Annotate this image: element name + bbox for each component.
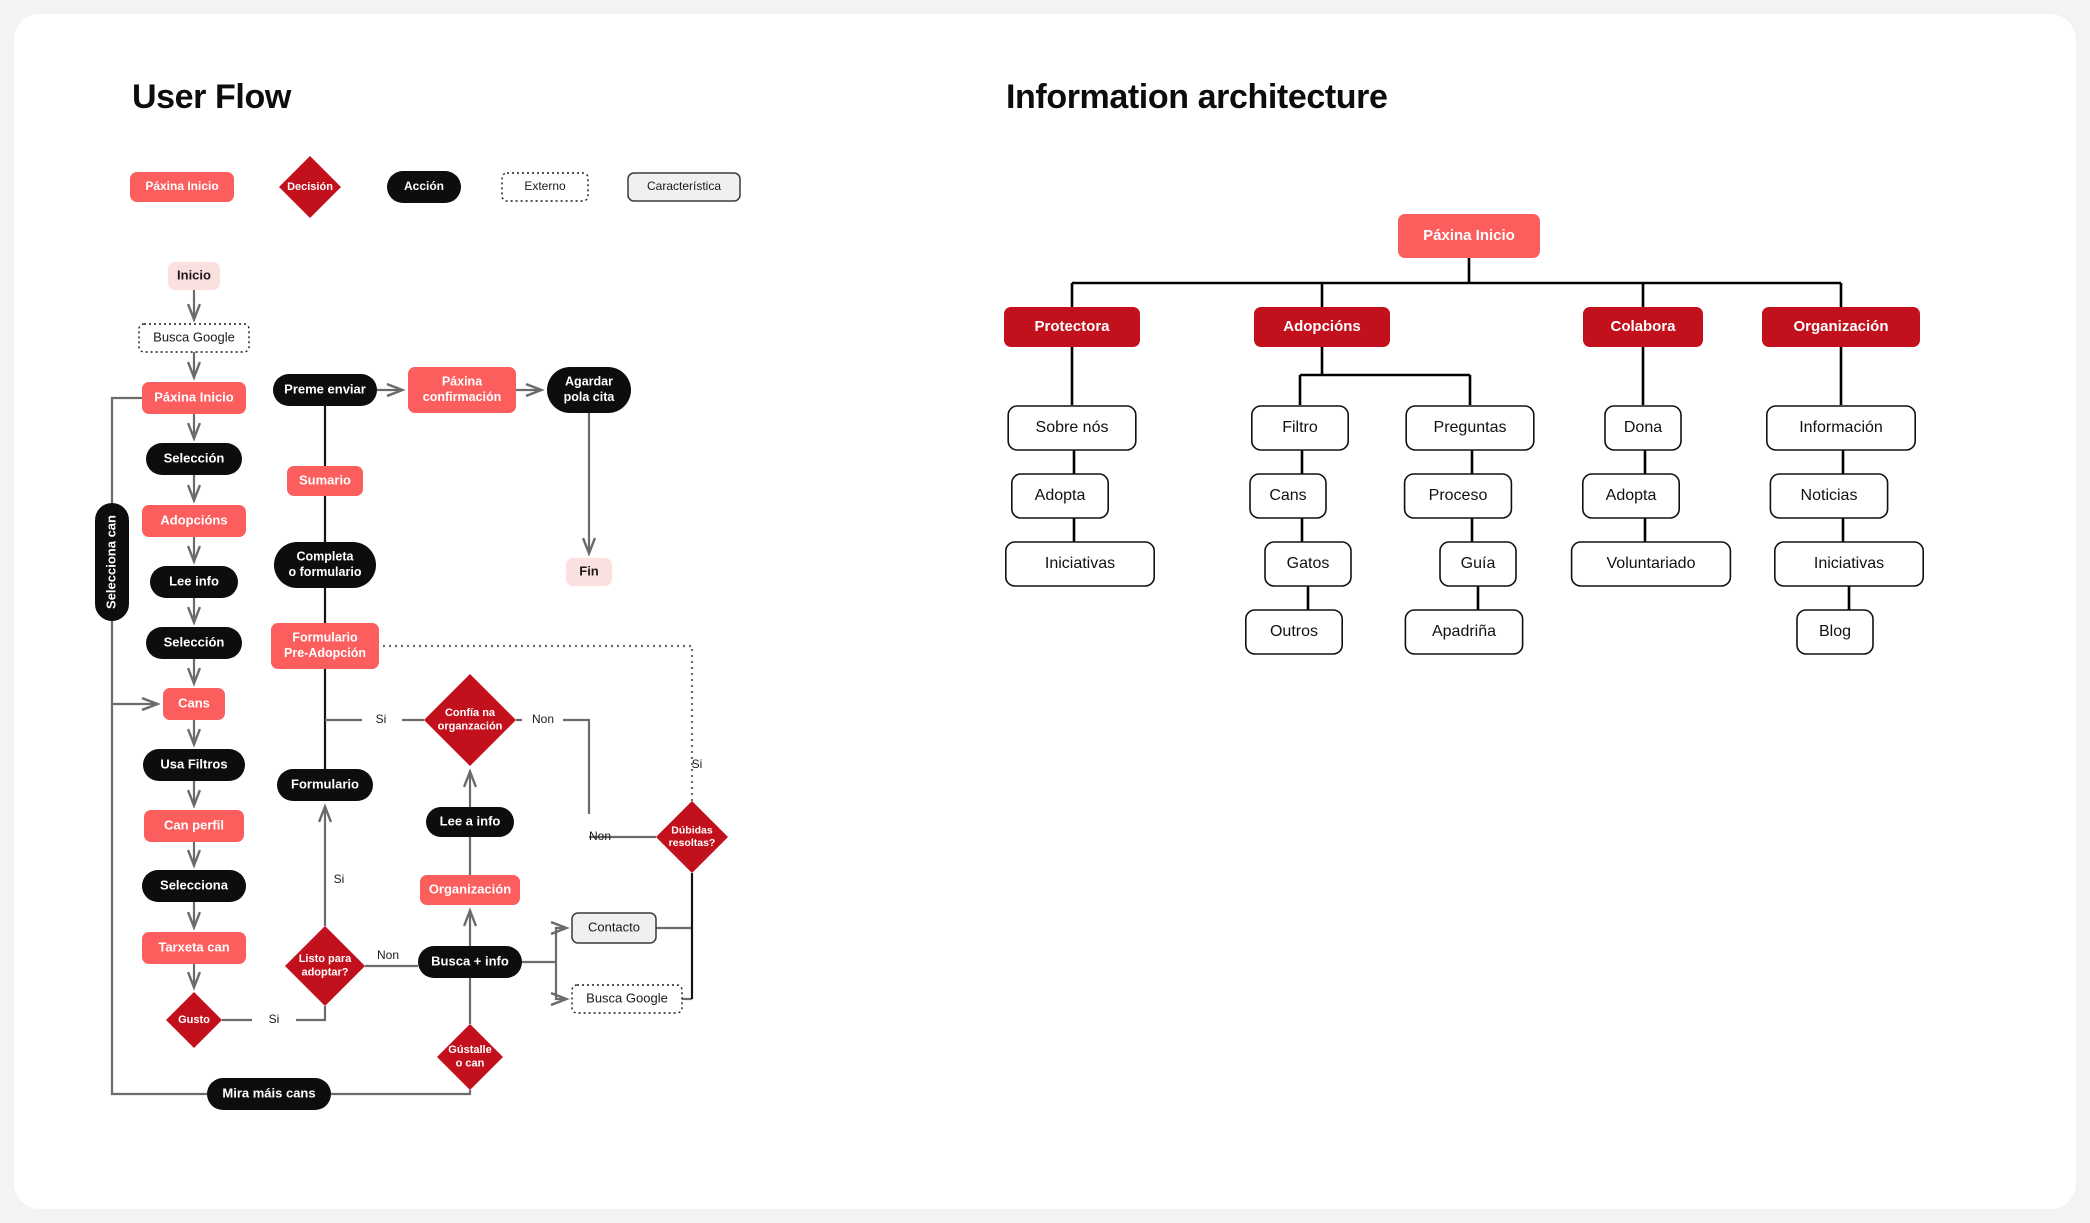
ia-branch-2[interactable] [1583, 307, 1703, 347]
legend-item-0[interactable] [130, 172, 234, 202]
edge-label: Non [532, 712, 554, 726]
flow-node-tarxeta-can[interactable] [142, 932, 246, 964]
legend-item-4[interactable] [627, 172, 741, 202]
flow-node-selecciona-can[interactable] [95, 503, 129, 621]
user-flow-title: User Flow [132, 78, 291, 116]
flow-node-cans[interactable] [163, 688, 225, 720]
flow-node-busca-google-1[interactable] [138, 323, 250, 353]
ia-leaf-3-0-1[interactable] [1769, 473, 1889, 519]
flow-node-paxina-inicio[interactable] [142, 382, 246, 414]
flow-node-fin[interactable] [566, 558, 612, 586]
legend-item-3[interactable] [501, 172, 589, 202]
ia-leaf-3-0-2[interactable] [1774, 541, 1925, 587]
flow-node-busca-google-2[interactable] [571, 984, 683, 1014]
flow-node-usa-filtros[interactable] [143, 749, 245, 781]
ia-leaf-1-0-2[interactable] [1264, 541, 1352, 587]
flow-connector [296, 1006, 327, 1022]
flow-node-agardar-pola-cita[interactable] [547, 367, 631, 413]
flow-node-completa-formulario[interactable] [274, 542, 376, 588]
ia-leaf-0-0-1[interactable] [1010, 473, 1109, 519]
edge-label: Non [377, 948, 399, 962]
edge-label: Si [692, 757, 703, 771]
ia-leaf-1-0-1[interactable] [1249, 473, 1327, 519]
ia-leaf-3-0-0[interactable] [1766, 405, 1917, 451]
flow-node-listo-para-adoptar[interactable] [285, 926, 365, 1006]
edge-label: Non [589, 829, 611, 843]
ia-leaf-1-0-0[interactable] [1251, 405, 1350, 451]
flow-node-lee-info[interactable] [150, 566, 238, 598]
flow-node-lee-a-info[interactable] [426, 807, 514, 837]
nodes-layer [95, 156, 1925, 1110]
flow-node-preme-enviar[interactable] [273, 374, 377, 406]
flow-node-seleccion-2[interactable] [146, 627, 242, 659]
flow-node-formulario-pre-adopcion[interactable] [271, 623, 379, 669]
edges-layer [110, 258, 1851, 1096]
flow-node-sumario[interactable] [287, 466, 363, 496]
ia-leaf-2-0-1[interactable] [1582, 473, 1681, 519]
flow-node-selecciona[interactable] [142, 870, 246, 902]
flow-node-formulario[interactable] [277, 769, 373, 801]
ia-branch-1[interactable] [1254, 307, 1390, 347]
ia-leaf-2-0-0[interactable] [1604, 405, 1682, 451]
flow-node-gusto[interactable] [166, 992, 222, 1048]
flow-node-dubidas-resoltas[interactable] [656, 801, 728, 873]
ia-leaf-1-1-0[interactable] [1405, 405, 1535, 451]
flow-node-can-perfil[interactable] [144, 810, 244, 842]
ia-branch-0[interactable] [1004, 307, 1140, 347]
flow-connector [110, 704, 207, 1096]
information-architecture-title: Information architecture [1006, 78, 1388, 116]
flow-node-adopcions[interactable] [142, 505, 246, 537]
flow-connector [331, 1090, 472, 1096]
ia-leaf-0-0-0[interactable] [1007, 405, 1137, 451]
flow-node-seleccion-1[interactable] [146, 443, 242, 475]
diagram-canvas [14, 14, 2076, 1209]
ia-leaf-1-1-1[interactable] [1403, 473, 1513, 519]
ia-root-paxina-inicio[interactable] [1398, 214, 1540, 258]
flow-node-gustalle-o-can[interactable] [437, 1024, 503, 1090]
flow-node-contacto[interactable] [571, 912, 657, 944]
flow-connector [556, 962, 566, 999]
ia-leaf-1-1-2[interactable] [1439, 541, 1517, 587]
flow-connector [563, 718, 591, 814]
flow-node-organizacion[interactable] [420, 875, 520, 905]
ia-leaf-2-0-2[interactable] [1570, 541, 1732, 587]
ia-leaf-1-1-3[interactable] [1404, 609, 1524, 655]
flow-node-mira-mais-cans[interactable] [207, 1078, 331, 1110]
flow-node-paxina-confirmacion[interactable] [408, 367, 516, 413]
flow-connector [556, 928, 566, 962]
ia-branch-3[interactable] [1762, 307, 1920, 347]
flow-node-inicio[interactable] [168, 262, 220, 290]
legend-item-2[interactable] [387, 171, 461, 203]
ia-leaf-0-0-2[interactable] [1004, 541, 1155, 587]
flow-node-confia-na-organzacion[interactable] [424, 674, 516, 766]
ia-leaf-1-0-3[interactable] [1245, 609, 1344, 655]
ia-leaf-3-0-3[interactable] [1796, 609, 1874, 655]
edge-label: Si [269, 1012, 280, 1026]
edge-label: Si [334, 872, 345, 886]
edge-label: Si [376, 712, 387, 726]
legend-item-1[interactable] [279, 156, 341, 218]
flow-node-busca-mas-info[interactable] [418, 946, 522, 978]
